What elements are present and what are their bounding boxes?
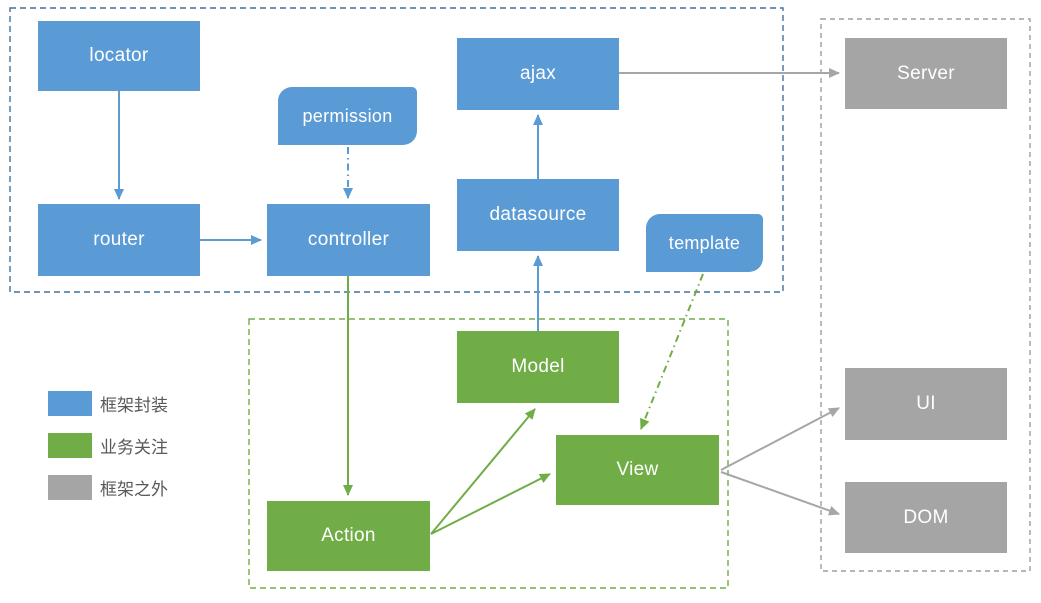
- node-model: Model: [457, 331, 619, 403]
- node-permission: permission: [278, 87, 417, 145]
- edge-action-view: [430, 473, 551, 535]
- legend: 框架封装 业务关注 框架之外: [48, 391, 168, 517]
- node-ui: UI: [845, 368, 1007, 440]
- legend-item-framework: 框架封装: [48, 391, 168, 416]
- legend-item-business: 业务关注: [48, 433, 168, 458]
- node-action: Action: [267, 501, 430, 571]
- legend-label-framework: 框架封装: [100, 396, 168, 415]
- edge-template-view: [640, 273, 704, 430]
- legend-swatch-business: [48, 433, 92, 458]
- node-router: router: [38, 204, 200, 276]
- node-template: template: [646, 214, 763, 272]
- node-datasource: datasource: [457, 179, 619, 251]
- node-server: Server: [845, 38, 1007, 109]
- node-view: View: [556, 435, 719, 505]
- legend-swatch-external: [48, 475, 92, 500]
- node-dom: DOM: [845, 482, 1007, 553]
- node-locator: locator: [38, 21, 200, 91]
- node-controller: controller: [267, 204, 430, 276]
- legend-label-business: 业务关注: [100, 438, 168, 457]
- edge-view-ui: [720, 407, 840, 471]
- legend-label-external: 框架之外: [100, 480, 168, 499]
- edge-view-dom: [720, 471, 840, 516]
- node-ajax: ajax: [457, 38, 619, 110]
- legend-swatch-framework: [48, 391, 92, 416]
- edge-action-model: [430, 408, 536, 535]
- legend-item-external: 框架之外: [48, 475, 168, 500]
